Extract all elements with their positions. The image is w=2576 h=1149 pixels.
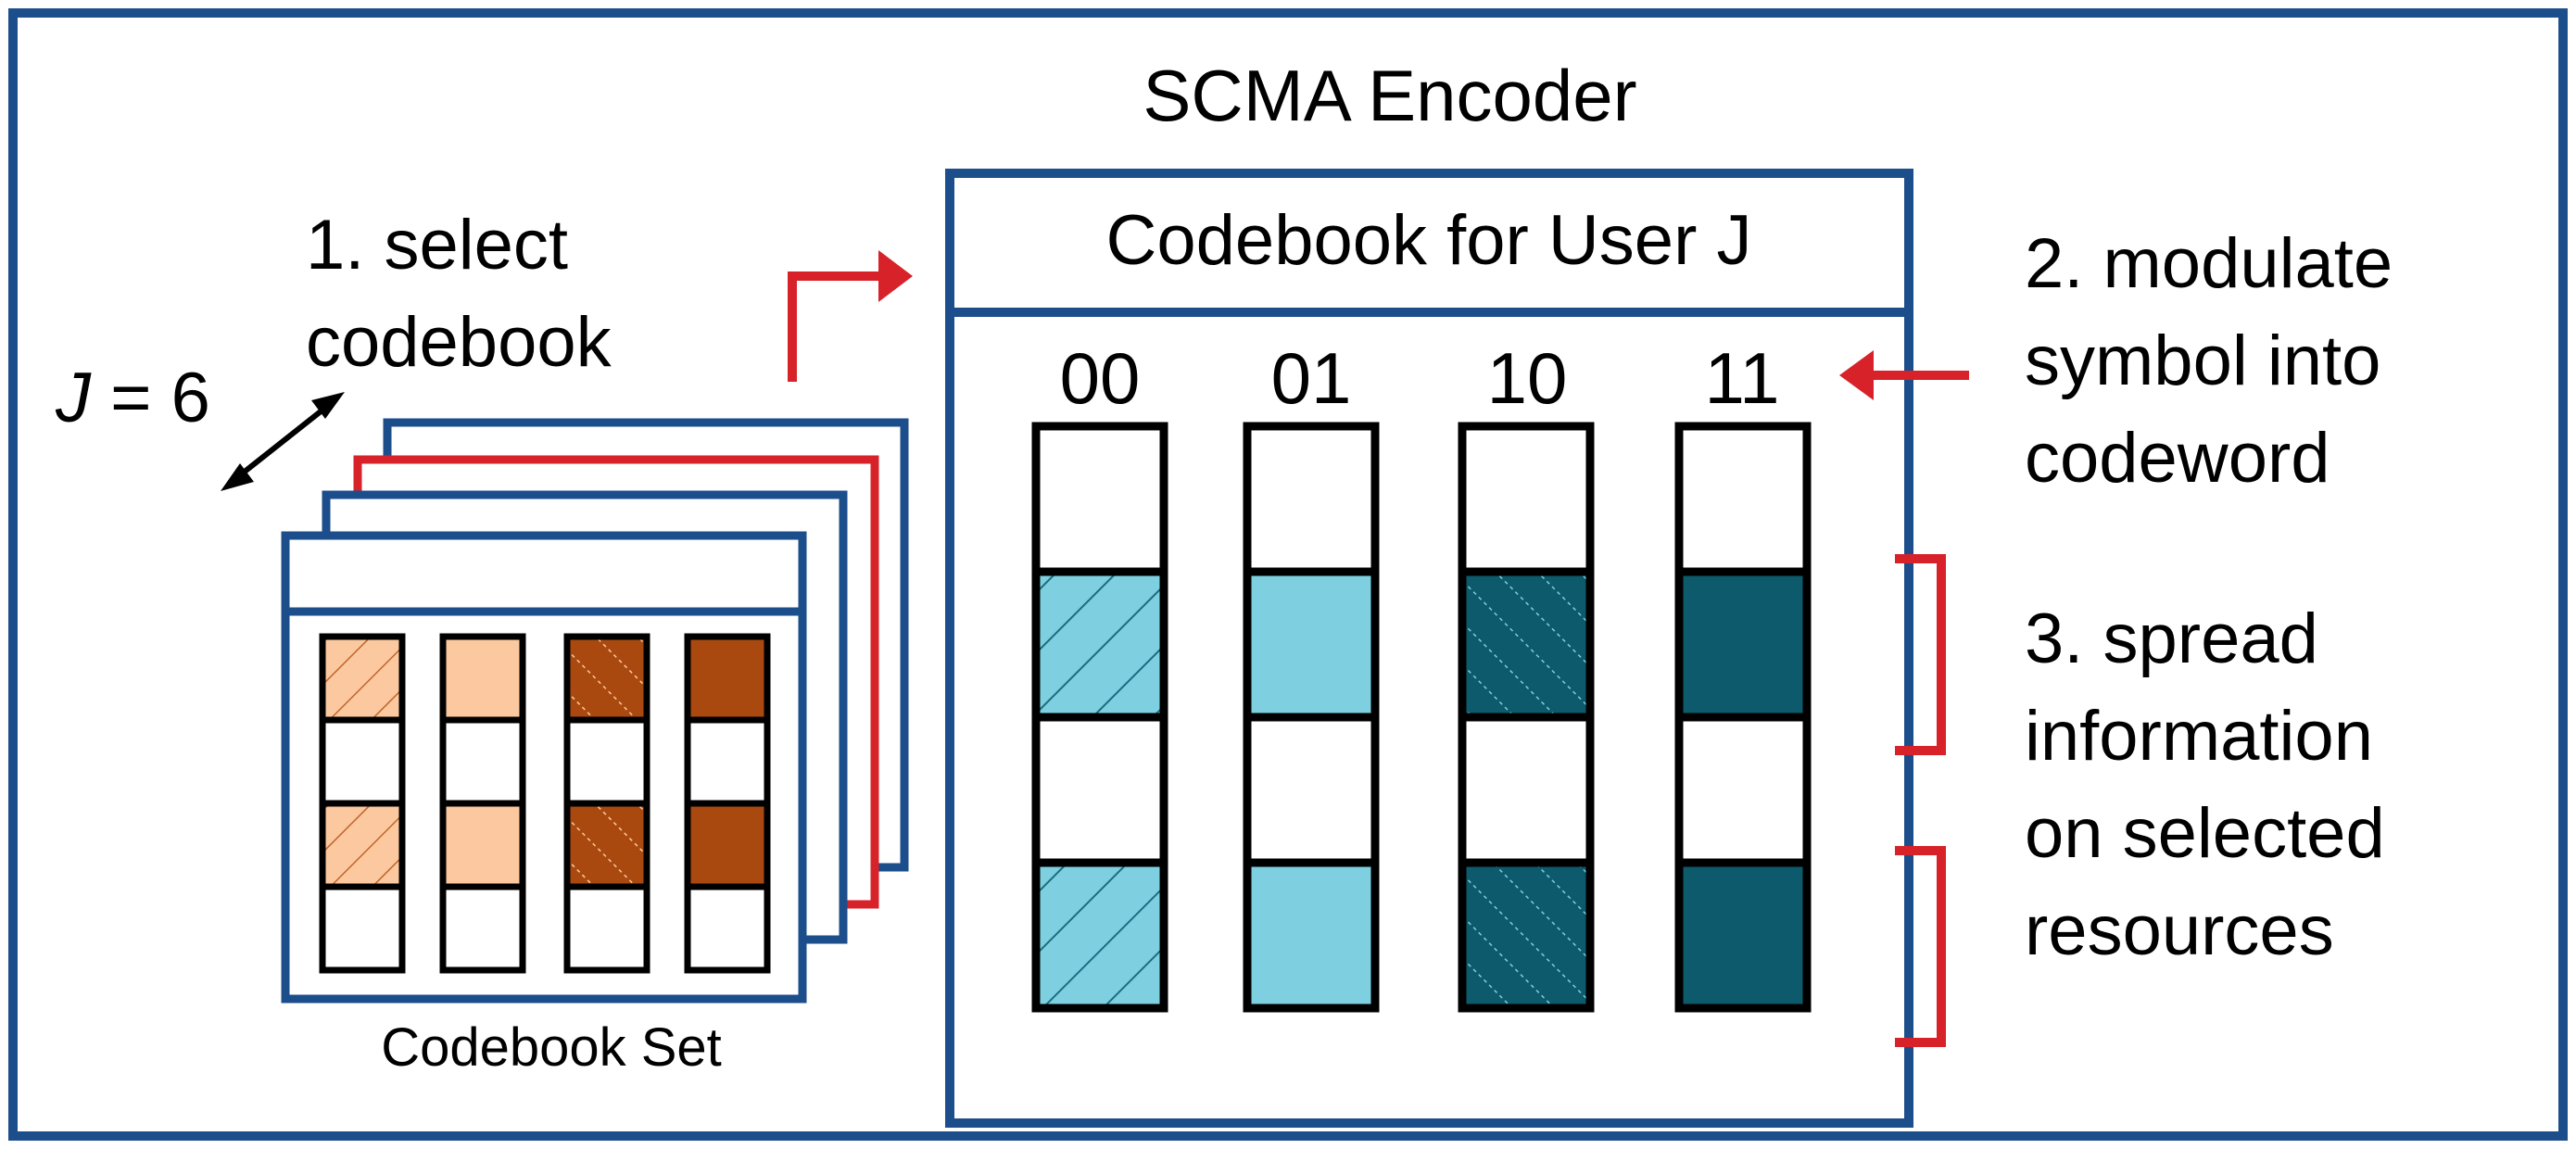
codebook-set-cell-col0-row2 <box>319 800 406 890</box>
stack-depth-arrow <box>221 392 345 491</box>
step-spread-line-3: on selected <box>2025 794 2385 873</box>
codeword-cell-col1-row3 <box>1243 858 1380 1013</box>
codeword-cell-col1-row1 <box>1243 567 1380 722</box>
codeword-cell-col2-row2 <box>1458 713 1595 867</box>
codebook-set-cell-col1-row2 <box>439 800 526 890</box>
codebook-set-grid <box>319 633 771 974</box>
spread-bracket-lower <box>1895 846 1946 1047</box>
codebook-set-cell-col3-row3 <box>684 883 771 974</box>
codeword-grid <box>1031 422 1812 1013</box>
codeword-cell-col3-row2 <box>1674 713 1812 867</box>
codebook-set-cell-col2-row0 <box>563 633 650 724</box>
codebook-set-cell-col1-row1 <box>439 716 526 807</box>
symbol-label-00: 00 <box>1060 337 1141 419</box>
step-spread-line-1: 3. spread <box>2025 600 2318 678</box>
codeword-symbols: 00 01 10 11 <box>1060 337 1780 419</box>
codeword-cell-col2-row0 <box>1458 422 1595 576</box>
codeword-cell-col3-row3 <box>1674 858 1812 1013</box>
step-modulate-line-3: codeword <box>2025 419 2330 498</box>
codeword-cell-col0-row1 <box>1031 567 1168 722</box>
codebook-set-cell-col3-row2 <box>684 800 771 890</box>
modulate-arrow <box>1839 350 1969 400</box>
step-spread-line-4: resources <box>2025 891 2334 970</box>
codebook-set-cell-col3-row0 <box>684 633 771 724</box>
step-select-line-2: codebook <box>306 303 612 382</box>
encoder-title: SCMA Encoder <box>1143 55 1636 136</box>
user-codebook-title: Codebook for User J <box>1106 201 1752 280</box>
symbol-label-10: 10 <box>1487 337 1568 419</box>
codebook-set-label: Codebook Set <box>381 1017 722 1078</box>
step-select-line-1: 1. select <box>306 206 568 284</box>
codeword-cell-col2-row3 <box>1458 858 1595 1013</box>
codebook-count-label: J = 6 <box>55 359 210 437</box>
codebook-set-cell-col0-row0 <box>319 633 406 724</box>
codeword-cell-col0-row0 <box>1031 422 1168 576</box>
codeword-cell-col0-row2 <box>1031 713 1168 867</box>
codeword-cell-col3-row0 <box>1674 422 1812 576</box>
codeword-cell-col1-row2 <box>1243 713 1380 867</box>
codebook-set-cell-col3-row1 <box>684 716 771 807</box>
step-modulate-line-1: 2. modulate <box>2025 224 2393 303</box>
step-modulate-line-2: symbol into <box>2025 322 2380 400</box>
symbol-label-11: 11 <box>1705 337 1780 419</box>
symbol-label-01: 01 <box>1271 337 1352 419</box>
codebook-set-cell-col1-row3 <box>439 883 526 974</box>
codebook-set-cell-col2-row3 <box>563 883 650 974</box>
codeword-cell-col2-row1 <box>1458 567 1595 722</box>
codebook-count-variable: J <box>55 359 92 437</box>
codebook-count-value: = 6 <box>91 359 210 437</box>
spread-bracket-upper <box>1895 554 1946 755</box>
codebook-set-cell-col0-row1 <box>319 716 406 807</box>
select-codebook-arrow <box>788 250 913 382</box>
codeword-cell-col1-row0 <box>1243 422 1380 576</box>
step-spread-line-2: information <box>2025 697 2373 776</box>
codebook-set-cell-col1-row0 <box>439 633 526 724</box>
codeword-cell-col0-row3 <box>1031 858 1168 1013</box>
codebook-set-cell-col0-row3 <box>319 883 406 974</box>
codeword-cell-col3-row1 <box>1674 567 1812 722</box>
codebook-set-cell-col2-row2 <box>563 800 650 890</box>
codebook-set-cell-col2-row1 <box>563 716 650 807</box>
